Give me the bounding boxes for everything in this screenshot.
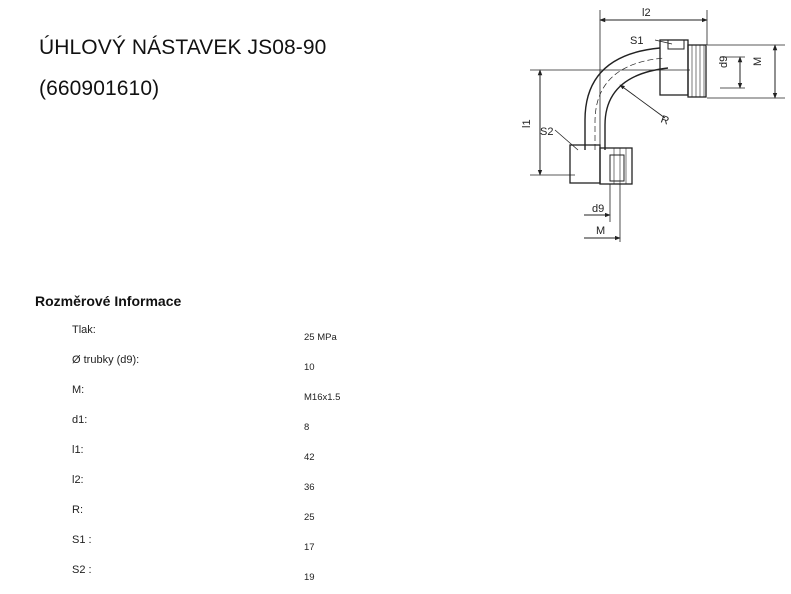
spec-row: M: M16x1.5 [0,384,791,414]
spec-value: 10 [304,362,315,373]
label-d9-bottom: d9 [592,203,604,215]
spec-label: Tlak: [72,324,96,336]
spec-label: S1 : [72,534,92,546]
spec-label: M: [72,384,85,396]
spec-row: Ø trubky (d9): 10 [0,354,791,384]
spec-row: R: 25 [0,504,791,534]
label-l1: l1 [521,119,533,128]
label-d9-right: d9 [718,56,730,68]
spec-label: Ø trubky (d9): [72,354,140,366]
spec-label: d1: [72,414,88,426]
section-heading: Rozměrové Informace [35,293,182,309]
spec-value: 8 [304,422,310,433]
spec-value: M16x1.5 [304,392,341,403]
spec-row: l1: 42 [0,444,791,474]
spec-value: 25 [304,512,315,523]
spec-row: S2 : 19 [0,564,791,594]
spec-label: R: [72,504,83,516]
spec-row: d1: 8 [0,414,791,444]
label-m-bottom: M [596,225,605,237]
spec-label: l1: [72,444,84,456]
spec-row: Tlak: 25 MPa [0,324,791,354]
page-title: ÚHLOVÝ NÁSTAVEK JS08-90 [39,36,327,59]
spec-value: 25 MPa [304,332,337,343]
spec-row: l2: 36 [0,474,791,504]
label-m-right: M [752,57,764,66]
spec-label: l2: [72,474,84,486]
spec-value: 36 [304,482,315,493]
spec-label: S2 : [72,564,92,576]
spec-value: 19 [304,572,315,583]
spec-row: S1 : 17 [0,534,791,564]
part-number: (660901610) [39,77,160,100]
label-s1: S1 [630,35,643,47]
label-r: R [659,114,671,128]
label-s2: S2 [540,126,553,138]
spec-value: 42 [304,452,315,463]
label-l2: l2 [642,7,651,19]
angle-fitting-drawing-icon: l2 S1 d9 M l1 S2 R d9 M [521,7,785,242]
spec-value: 17 [304,542,315,553]
